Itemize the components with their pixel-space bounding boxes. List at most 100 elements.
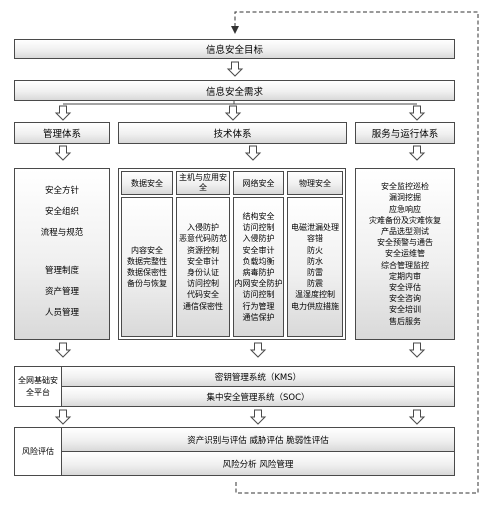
network-item: 结构安全 [242,211,275,221]
management-detail-box: 安全方针 安全组织 流程与规范 管理制度 资产管理 人员管理 [14,168,110,340]
requirement-label: 信息安全需求 [205,86,263,98]
service-item: 售后服务 [389,316,421,326]
risk-line1: 资产识别与评估 威胁评估 脆弱性评估 [187,435,329,446]
network-item: 行为管理 [242,301,275,311]
service-detail-box: 安全监控巡检 漏洞挖掘 应急响应 灾难备份及灾难恢复 产品选型测试 安全预警与通… [355,168,455,340]
host-app-security-label: 主机与应用安全 [179,173,227,192]
arrow-to-service [409,105,425,121]
soc-label: 集中安全管理系统（SOC） [206,392,310,403]
host-item: 通信保密性 [183,301,223,311]
physical-item: 防水 [307,256,323,266]
service-item: 安全运维管 [385,249,425,259]
arrow-platform-risk-center [250,409,266,425]
host-item: 身份认证 [187,268,219,277]
network-security-header: 网络安全 [233,171,284,195]
service-item: 综合管理监控 [381,260,429,270]
physical-security-label: 物理安全 [299,178,331,188]
arrow-platform-risk-right [409,409,425,425]
data-item: 数据保密性 [127,268,167,277]
arrow-management-platform [55,342,71,358]
soc-box: 集中安全管理系统（SOC） [61,386,455,407]
arrow-to-technical [225,105,241,121]
data-item: 数据完整性 [127,256,167,266]
physical-item: 容错 [307,234,323,244]
network-item: 访问控制 [242,290,275,300]
kms-label: 密钥管理系统（KMS） [214,372,302,383]
host-item: 安全审计 [187,256,219,266]
host-app-security-header: 主机与应用安全 [176,171,230,195]
physical-item: 防震 [307,279,323,289]
arrow-service-detail [409,145,425,161]
management-item: 人员管理 [44,308,79,318]
data-item: 内容安全 [131,245,163,255]
arrow-management-detail [55,145,71,161]
management-item: 资产管理 [44,287,79,297]
service-item: 安全预警与通告 [377,238,433,248]
host-app-column: 入侵防护 恶意代码防范 资源控制 安全审计 身份认证 访问控制 代码安全 通信保… [176,197,230,337]
risk-line1-box: 资产识别与评估 威胁评估 脆弱性评估 [61,427,455,452]
host-item: 访问控制 [187,279,219,289]
goal-label: 信息安全目标 [205,45,263,56]
network-item: 通信保护 [242,312,275,322]
physical-item: 防火 [307,245,323,255]
network-item: 安全审计 [242,245,275,255]
risk-label-cell: 风险评估 [15,428,61,475]
service-item: 应急响应 [389,204,421,214]
platform-label-cell: 全网基础安全平台 [15,367,61,406]
physical-column: 电磁泄漏处理 容错 防火 防水 防雷 防震 温湿度控制 电力供应措施 [287,197,343,337]
host-item: 资源控制 [187,245,219,255]
arrow-requirement-to-goal [227,61,243,77]
physical-item: 防雷 [307,268,323,277]
host-item: 恶意代码防范 [179,234,227,244]
network-security-label: 网络安全 [242,178,275,188]
host-item: 入侵防护 [187,223,219,233]
physical-item: 电磁泄漏处理 [291,223,339,233]
management-item: 安全方针 [44,186,79,196]
management-item: 管理制度 [44,266,79,276]
data-item: 备份与恢复 [127,279,167,289]
kms-box: 密钥管理系统（KMS） [61,366,455,387]
host-item: 代码安全 [187,290,219,300]
arrow-technical-detail [245,145,261,161]
risk-line2-box: 风险分析 风险管理 [61,451,455,476]
network-item: 入侵防护 [242,234,275,244]
service-item: 灾难备份及灾难恢复 [369,215,441,225]
management-header-label: 管理体系 [42,129,81,140]
arrow-technical-platform [250,342,266,358]
arrow-platform-risk [55,409,71,425]
service-item: 安全培训 [389,305,421,315]
network-item: 负载均衡 [242,256,275,266]
requirement-box: 信息安全需求 [14,80,455,101]
management-item: 安全组织 [44,207,79,217]
arrow-to-management [55,105,71,121]
service-header-label: 服务与运行体系 [371,129,439,140]
service-item: 漏洞挖掘 [389,193,421,203]
risk-line2: 风险分析 风险管理 [222,459,294,470]
network-item: 病毒防护 [242,268,275,277]
network-column: 结构安全 访问控制 入侵防护 安全审计 负载均衡 病毒防护 内网安全防护 访问控… [233,197,284,337]
physical-item: 电力供应措施 [291,301,339,311]
technical-header-label: 技术体系 [213,129,252,140]
network-item: 访问控制 [242,223,275,233]
network-item: 内网安全防护 [234,279,283,289]
management-item: 流程与规范 [40,228,84,238]
service-item: 安全咨询 [389,294,421,304]
platform-label: 全网基础安全平台 [18,375,58,397]
arrow-service-platform [409,342,425,358]
data-security-column: 内容安全 数据完整性 数据保密性 备份与恢复 [121,197,173,337]
data-security-header: 数据安全 [121,171,173,195]
service-item: 定期内审 [389,271,421,281]
technical-header: 技术体系 [118,122,347,144]
physical-item: 温湿度控制 [295,290,335,300]
feedback-arrowhead [231,26,239,34]
goal-box: 信息安全目标 [14,39,455,59]
physical-security-header: 物理安全 [287,171,343,195]
service-item: 安全评估 [389,283,421,292]
risk-label: 风险评估 [22,447,54,456]
service-header: 服务与运行体系 [355,122,455,144]
service-item: 产品选型测试 [381,226,429,236]
data-security-label: 数据安全 [131,178,163,188]
management-header: 管理体系 [14,122,110,144]
service-item: 安全监控巡检 [381,182,429,192]
